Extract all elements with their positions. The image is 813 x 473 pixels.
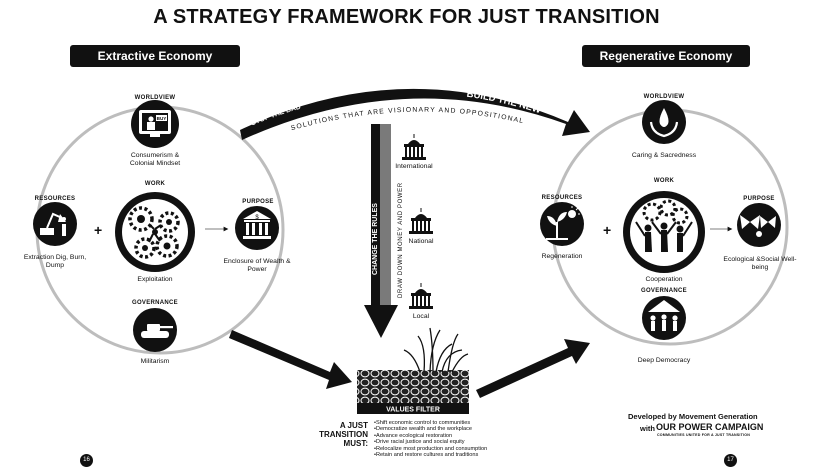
- tv-buy-icon: BUY: [131, 100, 179, 148]
- page-number-right: 17: [724, 454, 737, 467]
- page-number-left: 16: [80, 454, 93, 467]
- bullet-item: Advance ecological restoration: [374, 433, 487, 439]
- plus-sign-right: +: [603, 222, 612, 238]
- bullet-item: Drive racial justice and social equity: [374, 439, 487, 445]
- cooperation-gears-icon: [623, 191, 705, 273]
- regenerative-purpose-caption: PURPOSE: [743, 196, 775, 202]
- values-filter-graphic: [357, 327, 469, 414]
- extractive-resources-label: Extraction Dig, Burn, Dump: [23, 254, 87, 269]
- credit-tagline: COMMUNITIES UNITED FOR A JUST TRANSITION: [657, 433, 750, 437]
- values-filter-bullets: Shift economic control to communities De…: [374, 420, 487, 458]
- just-transition-must: A JUST TRANSITION MUST:: [319, 421, 368, 448]
- regenerative-work-label: Cooperation: [645, 276, 683, 283]
- divest-arrow: [229, 330, 352, 389]
- regenerative-worldview-caption: WORLDVIEW: [643, 94, 685, 100]
- extractive-governance-label: Militarism: [140, 358, 170, 365]
- values-filter-label: VALUES FILTER: [386, 407, 440, 414]
- excavator-smokestack-icon: [33, 202, 77, 246]
- butterflies-people-icon: [737, 203, 781, 247]
- capitol-icon-national: [409, 208, 433, 234]
- extractive-governance-caption: GOVERNANCE: [131, 300, 178, 306]
- regenerative-governance-label: Deep Democracy: [637, 357, 691, 364]
- regenerative-purpose-label: Ecological &Social Well-being: [723, 256, 797, 271]
- bullet-item: Retain and restore cultures and traditio…: [374, 452, 487, 458]
- bank-dollar-icon: $: [235, 206, 279, 250]
- change-the-rules-text: CHANGE THE RULES: [372, 203, 379, 275]
- level-local: Local: [412, 313, 430, 320]
- credit-with: with: [640, 424, 655, 433]
- extractive-worldview-label: Consumerism & Colonial Mindset: [129, 152, 181, 167]
- extractive-purpose-label: Enclosure of Wealth & Power: [223, 258, 291, 273]
- extractive-resources-caption: RESOURCES: [34, 196, 76, 202]
- plus-sign-left: +: [94, 222, 103, 238]
- extractive-purpose-caption: PURPOSE: [242, 199, 274, 205]
- extractive-worldview-caption: WORLDVIEW: [134, 95, 176, 101]
- invest-arrow: [476, 339, 590, 398]
- regenerative-resources-label: Regeneration: [541, 253, 583, 260]
- capitol-icon-local: [409, 283, 433, 309]
- regenerative-work-caption: WORK: [653, 178, 675, 184]
- svg-text:$: $: [255, 215, 259, 221]
- draw-down-text: DRAW DOWN MONEY AND POWER: [398, 182, 404, 298]
- extractive-work-label: Exploitation: [137, 276, 173, 283]
- regenerative-worldview-label: Caring & Sacredness: [631, 152, 697, 159]
- regenerative-governance-caption: GOVERNANCE: [640, 288, 687, 294]
- regenerative-economy-header: Regenerative Economy: [582, 45, 750, 67]
- bullet-item: Relocalize most production and consumpti…: [374, 446, 487, 452]
- tv-screen-text: BUY: [157, 116, 167, 121]
- tank-icon: [133, 308, 177, 352]
- extractive-work-caption: WORK: [144, 181, 166, 187]
- hands-water-drop-icon: [642, 100, 686, 144]
- page-title: A STRATEGY FRAMEWORK FOR JUST TRANSITION: [153, 6, 660, 28]
- capitol-icon-international: [402, 134, 426, 160]
- credit-developed-by: Developed by Movement Generation: [628, 412, 758, 421]
- level-international: International: [395, 163, 433, 170]
- arc-arrow-stop-build: [240, 88, 590, 140]
- people-community-icon: [642, 296, 686, 340]
- credit-campaign: OUR POWER CAMPAIGN: [656, 422, 764, 432]
- bullet-item: Shift economic control to communities: [374, 420, 487, 426]
- gears-workers-icon: [115, 192, 195, 272]
- level-national: National: [408, 238, 434, 245]
- regenerative-resources-caption: RESOURCES: [541, 195, 583, 201]
- extractive-economy-header: Extractive Economy: [70, 45, 240, 67]
- bullet-item: Democratize wealth and the workplace: [374, 426, 487, 432]
- seedling-sun-icon: [540, 202, 584, 246]
